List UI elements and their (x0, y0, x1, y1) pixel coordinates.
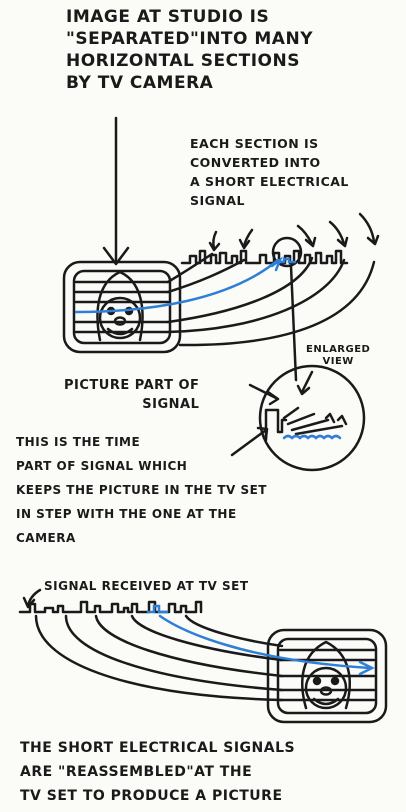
scan-to-signal-lines (166, 252, 376, 347)
bottom-signal-waveform (18, 600, 203, 614)
highlight-enlarged (282, 434, 342, 440)
highlight-scan-line-bottom (158, 614, 372, 670)
home-face (301, 640, 351, 710)
top-signal-waveform (180, 249, 349, 265)
received-caption: SIGNAL RECEIVED AT TV SET (44, 579, 249, 593)
studio-tv-frame (62, 260, 182, 354)
home-tv-frame (266, 628, 388, 724)
zoom-large-circle (258, 364, 366, 472)
reassembled-caption: THE SHORT ELECTRICAL SIGNALS ARE "REASSE… (20, 740, 296, 804)
time-part-caption: THIS IS THE TIME PART OF SIGNAL WHICH KE… (16, 435, 267, 545)
studio-caption: IMAGE AT STUDIO IS "SEPARATED"INTO MANY … (66, 7, 314, 93)
studio-arrow-head (102, 246, 130, 266)
signal-to-scan-lines (34, 614, 284, 702)
highlight-scan-line-top (74, 258, 280, 314)
picture-part-caption: PICTURE PART OF SIGNAL (64, 378, 200, 412)
zoom-small-circle (271, 236, 303, 268)
enlarged-waveform (264, 408, 288, 442)
highlight-bottom-signal (146, 604, 169, 614)
enlarged-view-caption: ENLARGED VIEW (306, 344, 371, 367)
each-section-caption: EACH SECTION IS CONVERTED INTO A SHORT E… (190, 136, 349, 208)
zoom-connector (289, 264, 298, 382)
